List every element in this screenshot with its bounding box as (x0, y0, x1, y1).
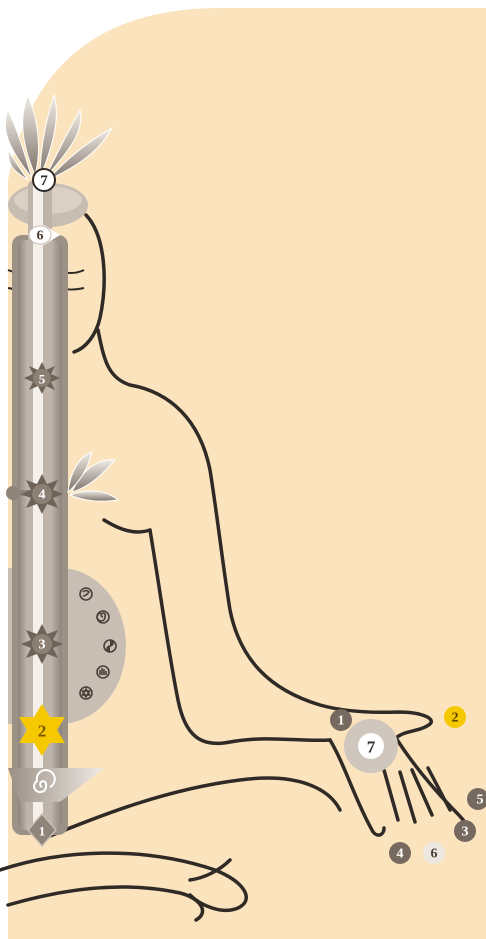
hand-point-7-label: 7 (367, 738, 376, 757)
hand-point-2-label: 2 (452, 711, 459, 726)
chakra-1-label: 1 (39, 824, 46, 839)
hand-point-1: 1 (330, 709, 352, 731)
chakra-2-label: 2 (38, 722, 47, 741)
hand-point-7: 7 (344, 719, 398, 773)
chakra-5-label: 5 (39, 372, 46, 387)
hand-point-4: 4 (389, 842, 411, 864)
chakra-6-label: 6 (37, 229, 44, 244)
chakra-5-throat: 5 (24, 362, 60, 394)
hand-point-6-label: 6 (431, 847, 438, 862)
hand-point-3: 3 (454, 820, 476, 842)
hand-point-3-label: 3 (462, 825, 469, 840)
chakra-3-label: 3 (39, 638, 46, 653)
hand-point-6: 6 (423, 842, 445, 864)
chakra-7-label: 7 (40, 173, 48, 189)
hand-point-1-label: 1 (338, 714, 345, 729)
chakra-4-label: 4 (39, 488, 46, 503)
hand-point-5-label: 5 (477, 793, 484, 808)
hand-point-4-label: 4 (397, 847, 404, 862)
hand-point-2: 2 (444, 706, 466, 728)
chakra-7-crown: 7 (33, 169, 55, 191)
